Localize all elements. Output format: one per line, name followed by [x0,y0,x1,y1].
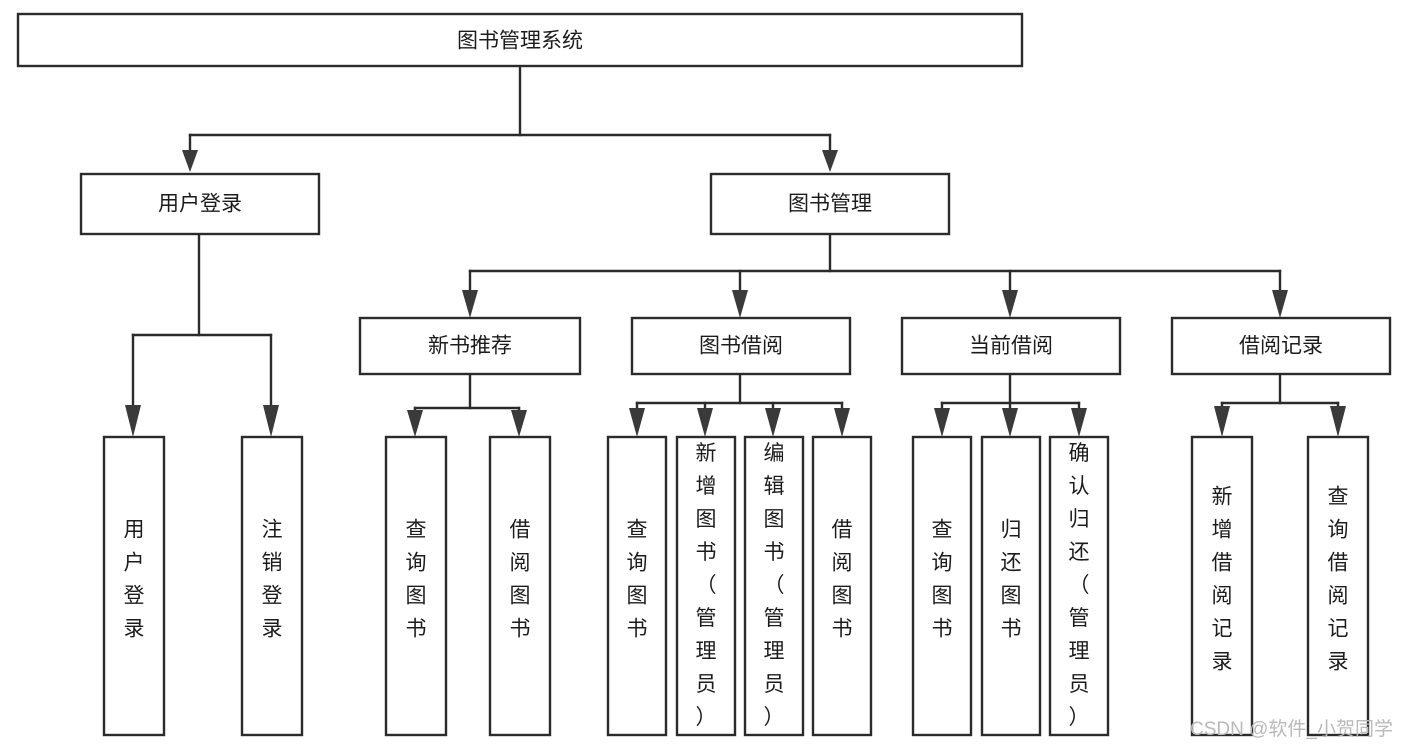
node-leaf-add-book[interactable]: 新增图书（管理员） [675,435,737,737]
node-leaf-return-book-box[interactable] [980,435,1042,737]
node-current-borrow-box[interactable] [900,316,1122,376]
node-leaf-query-book-3-label: 查询图书 [932,519,953,641]
node-leaf-logout-label: 注销登录 [262,519,283,641]
arrowhead-leaf-add-book [697,408,713,437]
arrowhead-leaf-add-record [1214,406,1230,437]
node-book-borrow[interactable]: 图书借阅 [630,316,852,376]
arrowhead-bookmanage [822,150,838,172]
arrowhead-leaf-edit-book [765,408,781,437]
node-leaf-query-book-1-box[interactable] [384,435,448,737]
node-leaf-query-record[interactable]: 查询借阅记录 [1306,435,1370,737]
node-leaf-logout-box[interactable] [240,435,304,737]
arrowhead-leaf-return-book [1002,408,1018,437]
arrowhead-leaf-query-book-1 [407,410,423,437]
node-leaf-user-login-label: 用户登录 [124,519,145,641]
node-root-label: 图书管理系统 [457,30,583,53]
node-leaf-borrow-book-2[interactable]: 借阅图书 [811,435,873,737]
node-user-login[interactable]: 用户登录 [79,172,321,236]
node-leaf-add-book-box[interactable] [675,435,737,737]
node-new-book-rec[interactable]: 新书推荐 [358,316,582,376]
node-book-manage-label: 图书管理 [788,193,872,216]
arrowhead-newbookrec [462,290,478,318]
node-leaf-borrow-book-2-label: 借阅图书 [832,519,853,641]
arrowhead-leaf-borrow-book-1 [511,410,527,437]
node-leaf-query-record-box[interactable] [1306,435,1370,737]
csdn-watermark: CSDN @软件_小贺同学 [1190,718,1393,740]
arrowhead-borrowrecord [1272,290,1288,318]
node-leaf-query-book-1-label: 查询图书 [406,519,427,641]
node-leaf-query-book-2-label: 查询图书 [627,519,648,641]
node-user-login-box[interactable] [79,172,321,236]
node-leaf-add-record[interactable]: 新增借阅记录 [1190,435,1254,737]
node-book-manage[interactable]: 图书管理 [709,172,951,236]
node-borrow-record-label: 借阅记录 [1239,335,1323,358]
arrowhead-layer [125,150,1346,437]
node-leaf-user-login[interactable]: 用户登录 [102,435,166,737]
node-leaf-return-book[interactable]: 归还图书 [980,435,1042,737]
node-root[interactable]: 图书管理系统 [16,12,1024,68]
node-new-book-rec-label: 新书推荐 [428,335,512,358]
node-book-borrow-label: 图书借阅 [699,335,783,358]
arrowhead-bookborrow [732,290,748,318]
arrowhead-leaf-query-book-2 [629,408,645,437]
arrowhead-leaf-logout [263,405,279,437]
node-leaf-return-book-label: 归还图书 [1001,519,1022,641]
node-borrow-record[interactable]: 借阅记录 [1170,316,1392,376]
node-new-book-rec-box[interactable] [358,316,582,376]
arrowhead-currentborrow [1002,290,1018,318]
node-leaf-borrow-book-2-box[interactable] [811,435,873,737]
node-book-borrow-box[interactable] [630,316,852,376]
arrowhead-userlogin [182,150,198,172]
node-leaf-logout[interactable]: 注销登录 [240,435,304,737]
node-leaf-query-book-3[interactable]: 查询图书 [911,435,973,737]
node-leaf-add-book-label: 新增图书（管理员） [696,442,717,729]
arrowhead-leaf-query-record [1330,406,1346,437]
node-leaf-query-record-label: 查询借阅记录 [1328,486,1349,674]
arrowhead-leaf-user-login [125,405,141,437]
arrowhead-leaf-borrow-book-2 [834,408,850,437]
node-user-login-label: 用户登录 [158,193,242,216]
node-leaf-user-login-box[interactable] [102,435,166,737]
node-leaf-query-book-1[interactable]: 查询图书 [384,435,448,737]
node-root-box[interactable] [16,12,1024,68]
node-leaf-confirm-return[interactable]: 确认归还（管理员） [1048,435,1110,737]
node-leaf-borrow-book-1[interactable]: 借阅图书 [488,435,552,737]
arrowhead-leaf-confirm-return [1071,408,1087,437]
node-leaf-borrow-book-1-label: 借阅图书 [510,519,531,641]
node-leaf-query-book-3-box[interactable] [911,435,973,737]
node-leaf-query-book-2-box[interactable] [606,435,668,737]
node-current-borrow[interactable]: 当前借阅 [900,316,1122,376]
node-leaf-add-record-label: 新增借阅记录 [1212,486,1233,674]
node-leaf-borrow-book-1-box[interactable] [488,435,552,737]
node-leaf-query-book-2[interactable]: 查询图书 [606,435,668,737]
node-leaf-edit-book-label: 编辑图书（管理员） [764,442,785,729]
node-leaf-confirm-return-box[interactable] [1048,435,1110,737]
node-book-manage-box[interactable] [709,172,951,236]
node-leaf-confirm-return-label: 确认归还（管理员） [1069,442,1090,729]
node-leaf-edit-book[interactable]: 编辑图书（管理员） [743,435,805,737]
node-borrow-record-box[interactable] [1170,316,1392,376]
node-leaf-add-record-box[interactable] [1190,435,1254,737]
node-current-borrow-label: 当前借阅 [969,335,1053,358]
arrowhead-leaf-query-book-3 [934,408,950,437]
node-leaf-edit-book-box[interactable] [743,435,805,737]
